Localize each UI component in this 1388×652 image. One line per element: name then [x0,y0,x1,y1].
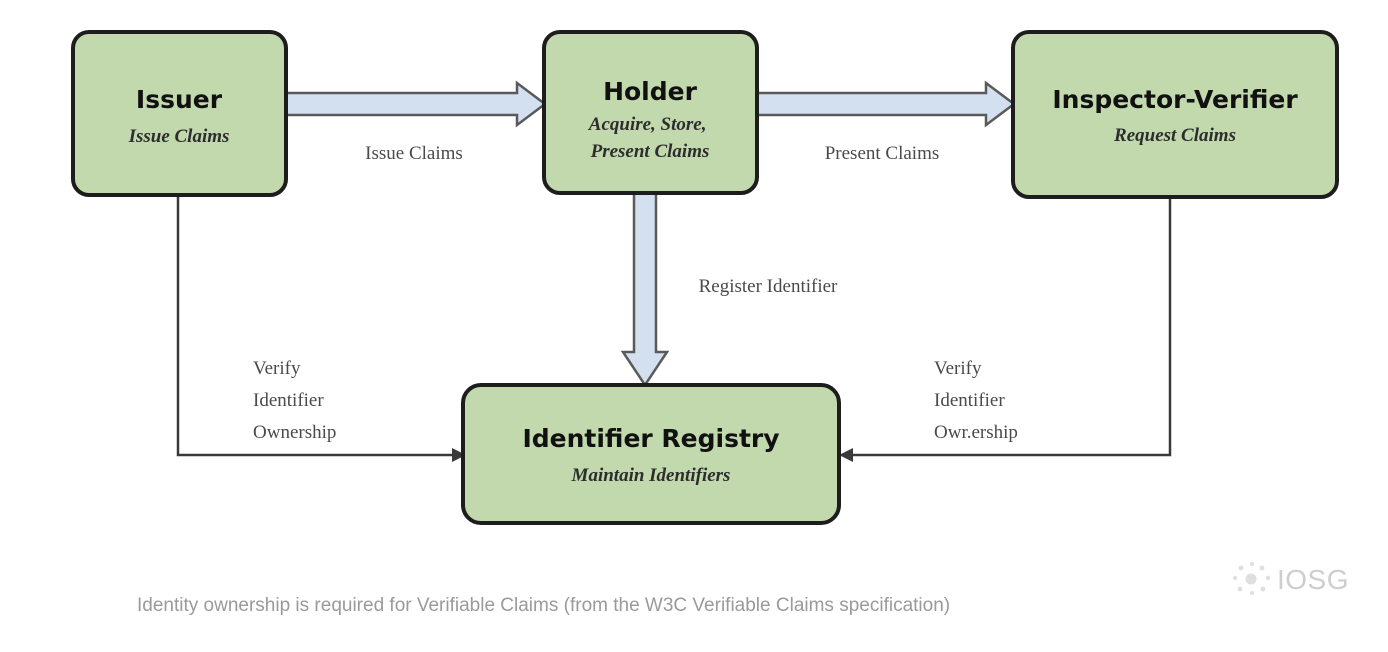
node-issuer[interactable]: Issuer Issue Claims [71,30,288,197]
iosg-logo-icon [1232,562,1271,595]
block-arrow-shape [620,191,670,388]
subtitle-line: Acquire, Store, [588,114,707,135]
block-arrow-shape [283,80,548,128]
label-line: Owr.ership [934,422,1018,443]
edge-holder-to-registry: Register Identifier [620,191,838,388]
edge-label-inspector-to-registry: Verify Identifier Owr.ership [934,358,1018,443]
node-title-identifier-registry: Identifier Registry [522,424,779,453]
elbow-line [176,196,452,457]
node-subtitle-issuer: Issue Claims [128,126,230,147]
edge-label-issuer-to-registry: Verify Identifier Ownership [253,358,336,443]
label-line: Verify [253,358,301,379]
edge-label-issuer-to-holder: Issue Claims [365,143,463,164]
node-box [1011,30,1339,199]
node-holder[interactable]: Holder Acquire, Store, Present Claims [542,30,759,195]
node-identifier-registry[interactable]: Identifier Registry Maintain Identifiers [461,383,841,525]
node-box [71,30,288,197]
edge-issuer-to-holder: Issue Claims [283,80,548,164]
label-line: Verify [934,358,982,379]
arrowhead [452,448,466,462]
node-box [542,30,759,195]
watermark-iosg: IOSG [1232,562,1349,595]
node-box [461,383,841,525]
node-subtitle-holder: Acquire, Store, Present Claims [588,114,711,162]
node-subtitle-inspector-verifier: Request Claims [1113,125,1236,146]
node-title-inspector-verifier: Inspector-Verifier [1052,85,1298,114]
node-title-holder: Holder [603,77,698,106]
edge-inspector-to-registry: Verify Identifier Owr.ership [839,198,1172,462]
label-line: Identifier [934,390,1005,411]
node-inspector-verifier[interactable]: Inspector-Verifier Request Claims [1011,30,1339,199]
elbow-line [853,198,1172,457]
edge-holder-to-inspector: Present Claims [755,80,1017,164]
edge-label-holder-to-registry: Register Identifier [699,276,838,297]
label-line: Identifier [253,390,324,411]
node-title-issuer: Issuer [136,85,223,114]
block-arrow-shape [755,80,1017,128]
arrowhead [839,448,853,462]
node-subtitle-identifier-registry: Maintain Identifiers [571,465,731,486]
edge-label-holder-to-inspector: Present Claims [825,143,940,164]
diagram-caption: Identity ownership is required for Verif… [137,595,950,616]
edge-issuer-to-registry: Verify Identifier Ownership [176,196,466,462]
watermark-label: IOSG [1277,564,1349,595]
label-line: Ownership [253,422,336,443]
subtitle-line: Present Claims [590,141,710,162]
